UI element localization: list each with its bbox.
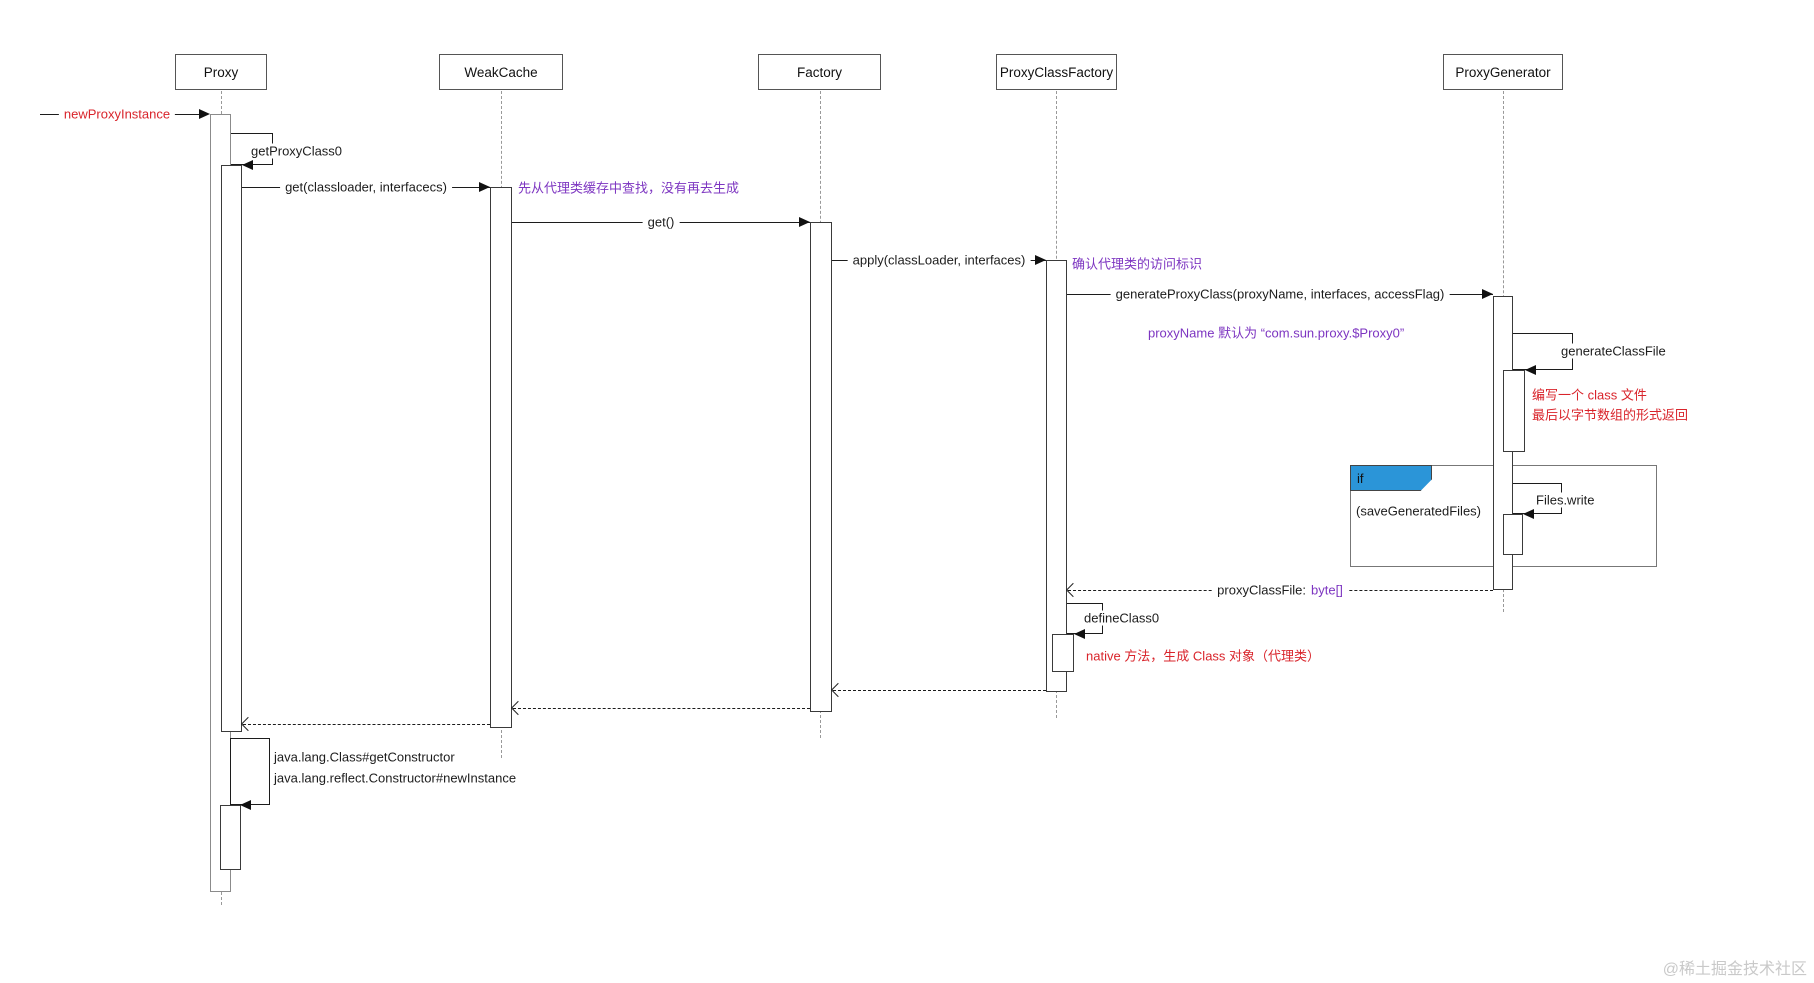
activation-bar-proxy-getproxyclass: [221, 165, 242, 732]
label-getconstructor: java.lang.Class#getConstructor: [274, 749, 455, 765]
actor-label: ProxyGenerator: [1455, 64, 1551, 80]
activation-bar-fileswrite: [1503, 514, 1523, 555]
actor-label: Factory: [796, 64, 842, 80]
activation-bar-factory: [810, 222, 832, 712]
note-cache-lookup: 先从代理类缓存中查找，没有再去生成: [518, 180, 740, 196]
actor-box-proxygenerator: ProxyGenerator: [1443, 54, 1563, 90]
actor-box-proxy: Proxy: [175, 54, 267, 90]
selfcall-box-constructor: [230, 738, 270, 805]
actor-box-weakcache: WeakCache: [439, 54, 563, 90]
note-access-flag: 确认代理类的访问标识: [1072, 256, 1203, 272]
open-arrowhead-icon: [510, 700, 526, 716]
filled-arrowhead-icon: [199, 109, 210, 119]
return-line-to-factory: [833, 690, 1046, 691]
activation-bar-defineclass: [1052, 634, 1074, 672]
open-arrowhead-icon: [240, 716, 256, 732]
activation-bar-proxyclassfactory: [1046, 260, 1067, 692]
open-arrowhead-icon: [1065, 582, 1081, 598]
activation-bar-proxy-newinstance: [220, 805, 241, 870]
message-label-newproxyinstance: newProxyInstance: [58, 106, 176, 122]
filled-arrowhead-icon: [1523, 509, 1534, 519]
label-newinstance: java.lang.reflect.Constructor#newInstanc…: [274, 770, 517, 786]
note-native-method: native 方法，生成 Class 对象（代理类）: [1086, 648, 1321, 664]
filled-arrowhead-icon: [799, 217, 810, 227]
message-label-defineclass: defineClass0: [1081, 610, 1163, 626]
filled-arrowhead-icon: [242, 160, 253, 170]
actor-label: Proxy: [203, 64, 239, 80]
watermark: @稀土掘金技术社区: [1662, 961, 1807, 978]
if-fragment-operator-tag: if: [1350, 465, 1432, 491]
return-line-to-proxy: [243, 724, 490, 725]
message-label-getcache: get(classloader, interfacecs): [280, 179, 452, 195]
filled-arrowhead-icon: [1035, 255, 1046, 265]
filled-arrowhead-icon: [1482, 289, 1493, 299]
message-label-getproxyclass: getProxyClass0: [248, 143, 346, 159]
message-label-get: get(): [642, 214, 680, 230]
filled-arrowhead-icon: [1525, 365, 1536, 375]
if-guard-label: (saveGeneratedFiles): [1356, 503, 1481, 519]
message-label-generateclassfile: generateClassFile: [1558, 343, 1669, 359]
open-arrowhead-icon: [830, 682, 846, 698]
return-line-to-weakcache: [513, 708, 810, 709]
actor-label: ProxyClassFactory: [999, 64, 1114, 80]
activation-bar-generateclassfile: [1503, 370, 1525, 452]
note-classfile-line2: 最后以字节数组的形式返回: [1532, 407, 1689, 423]
filled-arrowhead-icon: [240, 800, 251, 810]
filled-arrowhead-icon: [1074, 629, 1085, 639]
note-proxy-name: proxyName 默认为 “com.sun.proxy.$Proxy0”: [1148, 325, 1405, 341]
actor-box-proxyclassfactory: ProxyClassFactory: [996, 54, 1117, 90]
message-label-fileswrite: Files.write: [1533, 492, 1598, 508]
activation-bar-weakcache: [490, 187, 512, 728]
return-label-name: proxyClassFile:: [1217, 582, 1307, 598]
message-label-apply: apply(classLoader, interfaces): [847, 252, 1031, 268]
if-operator-label: if: [1357, 470, 1364, 486]
actor-label: WeakCache: [464, 64, 538, 80]
return-label-type: byte[]: [1311, 582, 1343, 598]
message-label-generateproxyclass: generateProxyClass(proxyName, interfaces…: [1110, 286, 1450, 302]
return-label-proxyclassfile: proxyClassFile:byte[]: [1212, 582, 1348, 598]
note-classfile-line1: 编写一个 class 文件: [1532, 387, 1647, 403]
filled-arrowhead-icon: [479, 182, 490, 192]
actor-box-factory: Factory: [758, 54, 881, 90]
